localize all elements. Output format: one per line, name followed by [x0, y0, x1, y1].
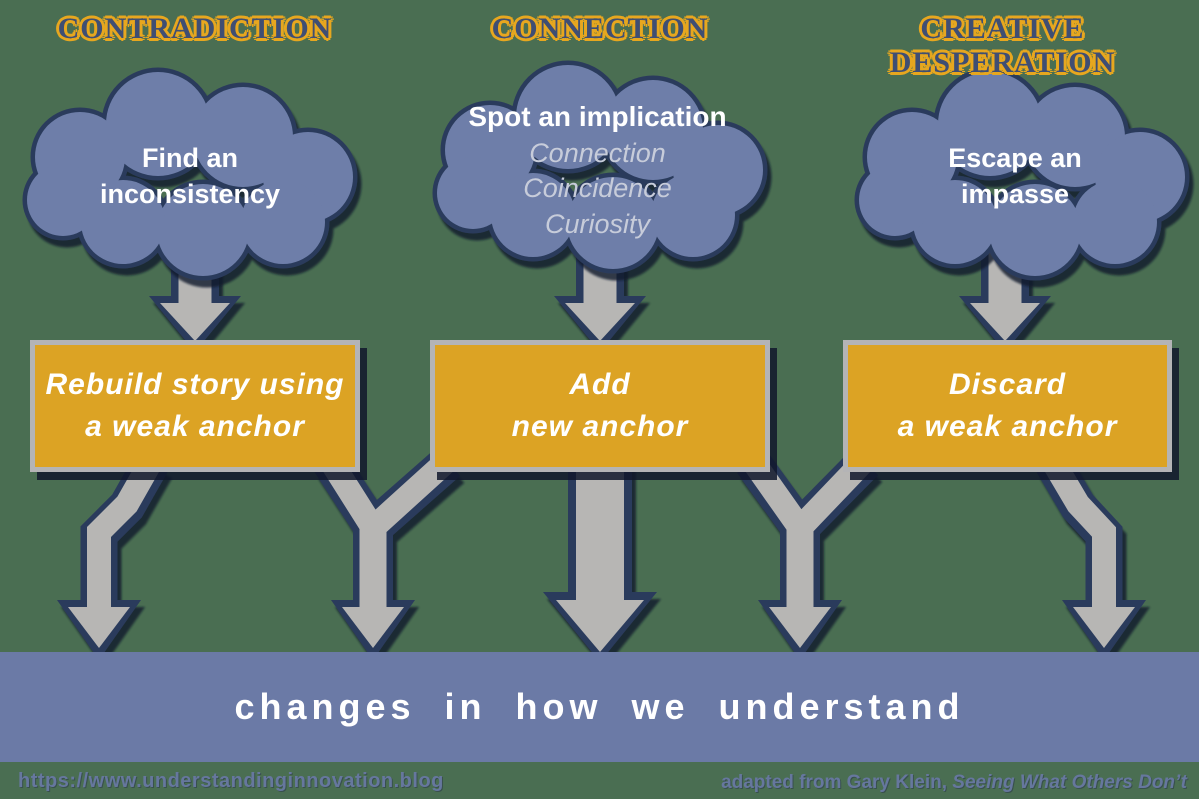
center-arrow-icon — [543, 456, 657, 662]
action-box-line: a weak anchor — [897, 410, 1118, 443]
merge-arrow-right-icon — [737, 449, 879, 660]
action-box-line: Rebuild story using — [45, 368, 345, 401]
action-box-add-anchor: Add new anchor — [430, 340, 770, 472]
cloud-text-contradiction: Find an inconsistency — [40, 140, 340, 213]
attribution-text: adapted from Gary Klein, Seeing What Oth… — [721, 772, 1187, 794]
cloud-line: inconsistency — [99, 179, 281, 210]
cloud-subline: Connection — [529, 137, 666, 168]
cloud-title: Spot an implication — [468, 101, 727, 132]
attribution-book-title: Seeing What Others Don’t — [952, 772, 1187, 793]
cloud-subline: Curiosity — [544, 209, 651, 240]
cloud-text-creative-desperation: Escape an impasse — [870, 140, 1160, 213]
cloud-subline: Coincidence — [523, 173, 672, 204]
source-url: https://www.understandinginnovation.blog — [18, 770, 444, 792]
merge-arrow-left-icon — [314, 448, 461, 660]
outcome-bar-label: changes in how we understand — [234, 686, 965, 727]
branch-arrow-left-outer-icon — [57, 452, 169, 660]
column-heading-connection: CONNECTION — [491, 12, 709, 45]
action-box-discard-anchor: Discard a weak anchor — [843, 340, 1172, 472]
cloud-line: Find an — [142, 143, 238, 173]
action-box-line: Discard — [948, 368, 1067, 401]
column-heading-contradiction: CONTRADICTION — [57, 12, 333, 45]
cloud-line: impasse — [960, 179, 1070, 210]
cloud-line: Escape an — [948, 143, 1082, 173]
action-box-rebuild-story: Rebuild story using a weak anchor — [30, 340, 360, 472]
column-heading-creative-desperation: CREATIVE DESPERATION — [889, 12, 1116, 79]
action-box-line: a weak anchor — [85, 410, 305, 443]
action-box-line: new anchor — [511, 410, 689, 443]
attribution-prefix: adapted from Gary Klein, — [721, 772, 953, 793]
branch-arrow-right-outer-icon — [1036, 452, 1146, 660]
cloud-text-connection: Spot an implication Connection Coinciden… — [435, 98, 760, 243]
action-box-line: Add — [569, 368, 631, 401]
outcome-bar: changes in how we understand — [0, 652, 1199, 762]
